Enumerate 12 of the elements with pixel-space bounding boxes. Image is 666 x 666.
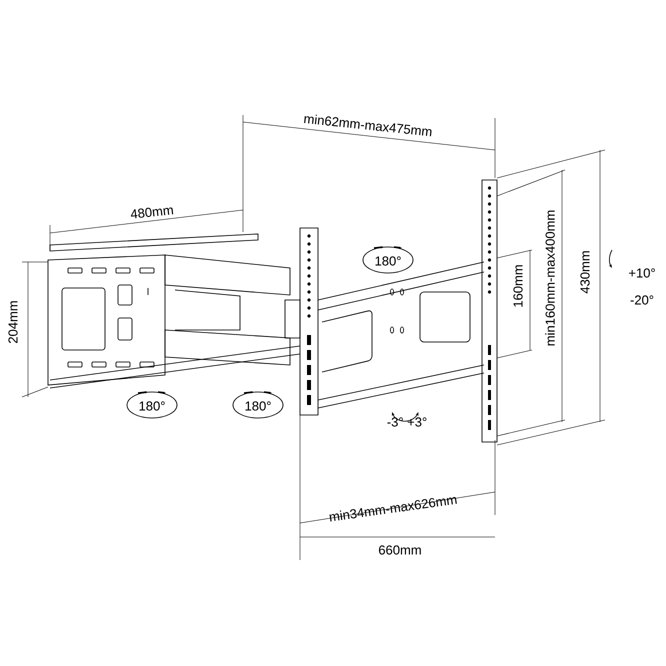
dimension-label: min62mm-max475mm bbox=[304, 114, 432, 136]
tilt-angle: -20° bbox=[630, 295, 654, 305]
dimension-label: 660mm bbox=[379, 545, 421, 555]
dimension-label: 430mm bbox=[580, 251, 590, 294]
rotation-label: 180° bbox=[126, 391, 178, 418]
dimension-label: 160mm bbox=[513, 265, 523, 307]
dimension-label: 480mm bbox=[130, 208, 174, 218]
rotation-label: 180° bbox=[232, 391, 284, 418]
tilt-angle: +10° bbox=[629, 268, 655, 278]
dimension-label: min160mm-max400mm bbox=[545, 210, 555, 346]
dimension-label: 204mm bbox=[8, 301, 18, 344]
rotation-label: 180° bbox=[362, 246, 414, 274]
